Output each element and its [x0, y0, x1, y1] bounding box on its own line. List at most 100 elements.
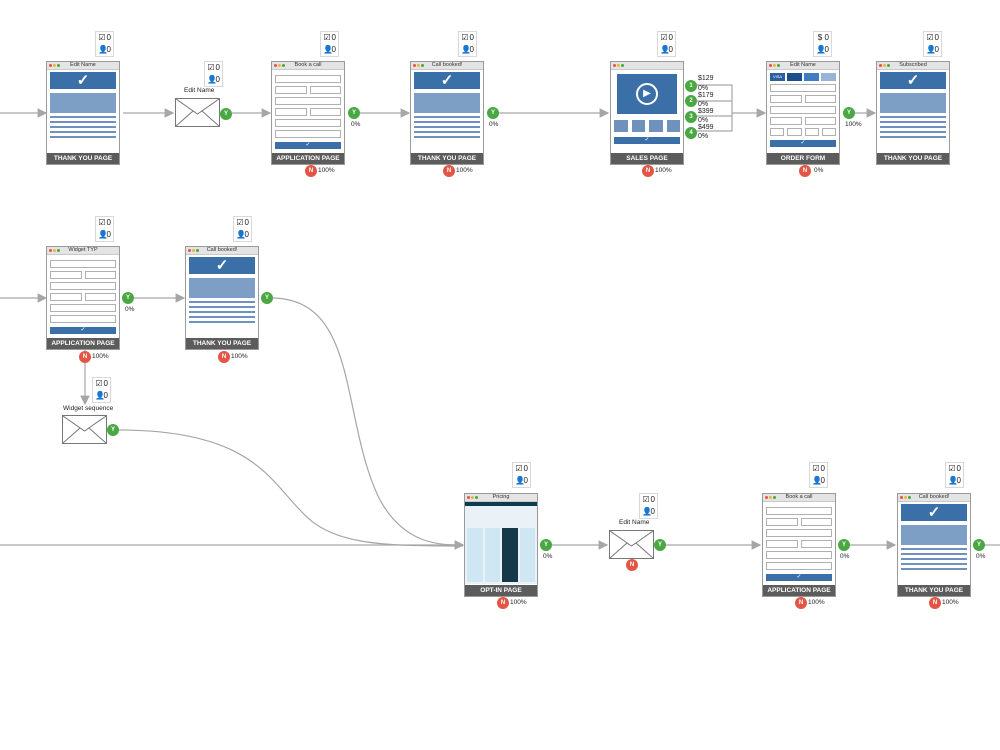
- connector: [118, 429, 464, 547]
- conversions-count: 0: [106, 33, 111, 42]
- no-path-badge[interactable]: N: [626, 559, 638, 571]
- funnel-step-thank-you[interactable]: Call booked! ✓ THANK YOU PAGE: [410, 61, 484, 165]
- yes-path-badge[interactable]: Y: [540, 539, 552, 551]
- conversion-rate: 0%: [125, 306, 135, 313]
- no-path-badge[interactable]: N: [795, 597, 807, 609]
- stats-counter: ☑0 👤0: [657, 31, 676, 57]
- stats-counter: ☑0 👤0: [458, 31, 477, 57]
- page-preview: ▶ ✓: [611, 72, 683, 152]
- page-type-banner: THANK YOU PAGE: [877, 153, 949, 164]
- yes-path-badge[interactable]: Y: [122, 292, 134, 304]
- funnel-step-thank-you[interactable]: Call booked! ✓ THANK YOU PAGE: [897, 493, 971, 597]
- no-path-badge[interactable]: N: [79, 351, 91, 363]
- no-path-badge[interactable]: N: [218, 351, 230, 363]
- yes-path-badge[interactable]: Y: [220, 108, 232, 120]
- price-option-badge[interactable]: 2: [685, 95, 697, 107]
- no-path-badge[interactable]: N: [929, 597, 941, 609]
- yes-path-badge[interactable]: Y: [654, 539, 666, 551]
- funnel-step-thank-you[interactable]: Edit Name ✓ THANK YOU PAGE: [46, 61, 120, 165]
- conversion-rate: 100%: [231, 353, 248, 360]
- checkbox-icon: ☑: [515, 464, 523, 473]
- funnel-step-application[interactable]: Book a call ✓ APPLICATION PAGE: [271, 61, 345, 165]
- window-dots-icon: [765, 496, 777, 501]
- person-icon: 👤: [642, 507, 652, 516]
- email-step[interactable]: [62, 415, 107, 444]
- person-icon: 👤: [95, 391, 105, 400]
- price-option-rate: 0%: [698, 101, 709, 108]
- price-option-price: $499: [698, 124, 714, 131]
- yes-path-badge[interactable]: Y: [843, 107, 855, 119]
- no-path-badge[interactable]: N: [305, 165, 317, 177]
- visitors-count: 0: [523, 476, 528, 485]
- form-preview: ✓: [50, 257, 116, 337]
- yes-path-badge[interactable]: Y: [107, 424, 119, 436]
- person-icon: 👤: [98, 230, 108, 239]
- check-icon: ✓: [880, 72, 946, 89]
- funnel-step-order-form[interactable]: Edit Name VISA ✓ ORDER FORM: [766, 61, 840, 165]
- conversions-count: 0: [956, 464, 961, 473]
- no-path-badge[interactable]: N: [497, 597, 509, 609]
- funnel-step-application[interactable]: Book a call ✓ APPLICATION PAGE: [762, 493, 836, 597]
- person-icon: 👤: [461, 45, 471, 54]
- funnel-step-application[interactable]: Widget TYP ✓ APPLICATION PAGE: [46, 246, 120, 350]
- conversions-count: 0: [106, 218, 111, 227]
- yes-path-badge[interactable]: Y: [973, 539, 985, 551]
- page-title: Widget TYP: [68, 247, 98, 253]
- conversions-count: 0: [215, 63, 220, 72]
- conversions-count: 0: [650, 495, 655, 504]
- check-icon: ✓: [275, 142, 341, 149]
- check-icon: ✓: [50, 72, 116, 89]
- page-preview: ✓: [880, 72, 946, 152]
- visitors-count: 0: [650, 507, 655, 516]
- conversions-count: 0: [244, 218, 249, 227]
- visitors-count: 0: [103, 391, 108, 400]
- yes-path-badge[interactable]: Y: [261, 292, 273, 304]
- checkbox-icon: ☑: [236, 218, 244, 227]
- stats-counter: ☑0 👤0: [923, 31, 942, 57]
- price-option-badge[interactable]: 3: [685, 111, 697, 123]
- visitors-count: 0: [956, 476, 961, 485]
- price-option-badge[interactable]: 4: [685, 127, 697, 139]
- no-path-badge[interactable]: N: [642, 165, 654, 177]
- conversions-count: 0: [331, 33, 336, 42]
- page-preview: ✓: [414, 72, 480, 152]
- funnel-step-sales[interactable]: ▶ ✓ SALES PAGE: [610, 61, 684, 165]
- window-dots-icon: [413, 64, 425, 69]
- yes-path-badge[interactable]: Y: [487, 107, 499, 119]
- yes-path-badge[interactable]: Y: [348, 107, 360, 119]
- window-bar: Call booked!: [186, 247, 258, 255]
- credit-cards-icon: VISA: [770, 73, 836, 81]
- funnel-step-thank-you[interactable]: Call booked! ✓ THANK YOU PAGE: [185, 246, 259, 350]
- person-icon: 👤: [816, 45, 826, 54]
- checkbox-icon: ☑: [660, 33, 668, 42]
- page-title: Call booked!: [431, 62, 463, 68]
- window-dots-icon: [769, 64, 781, 69]
- funnel-step-opt-in[interactable]: Pricing OPT-IN PAGE: [464, 493, 538, 597]
- form-preview: ✓: [275, 72, 341, 152]
- email-step[interactable]: [175, 98, 220, 127]
- window-dots-icon: [900, 496, 912, 501]
- stats-counter: ☑0 👤0: [512, 462, 531, 488]
- visitors-count: 0: [106, 230, 111, 239]
- visitors-count: 0: [469, 45, 474, 54]
- no-path-badge[interactable]: N: [799, 165, 811, 177]
- stats-counter: ☑0 👤0: [95, 216, 114, 242]
- form-preview: VISA ✓: [770, 72, 836, 152]
- connector: [691, 84, 733, 132]
- checkbox-icon: ☑: [812, 464, 820, 473]
- price-option-badge[interactable]: 1: [685, 80, 697, 92]
- page-title: Book a call: [785, 494, 813, 500]
- window-bar: Call booked!: [411, 62, 483, 70]
- page-title: Subscribed: [899, 62, 927, 68]
- check-icon: ✓: [189, 257, 255, 274]
- window-dots-icon: [879, 64, 891, 69]
- check-icon: ✓: [901, 504, 967, 521]
- no-path-badge[interactable]: N: [443, 165, 455, 177]
- price-option-price: $129: [698, 75, 714, 82]
- yes-path-badge[interactable]: Y: [838, 539, 850, 551]
- email-step[interactable]: [609, 530, 654, 559]
- check-icon: ✓: [766, 574, 832, 581]
- conversion-rate: 0%: [489, 121, 499, 128]
- page-title: Book a call: [294, 62, 322, 68]
- funnel-step-thank-you[interactable]: Subscribed ✓ THANK YOU PAGE: [876, 61, 950, 165]
